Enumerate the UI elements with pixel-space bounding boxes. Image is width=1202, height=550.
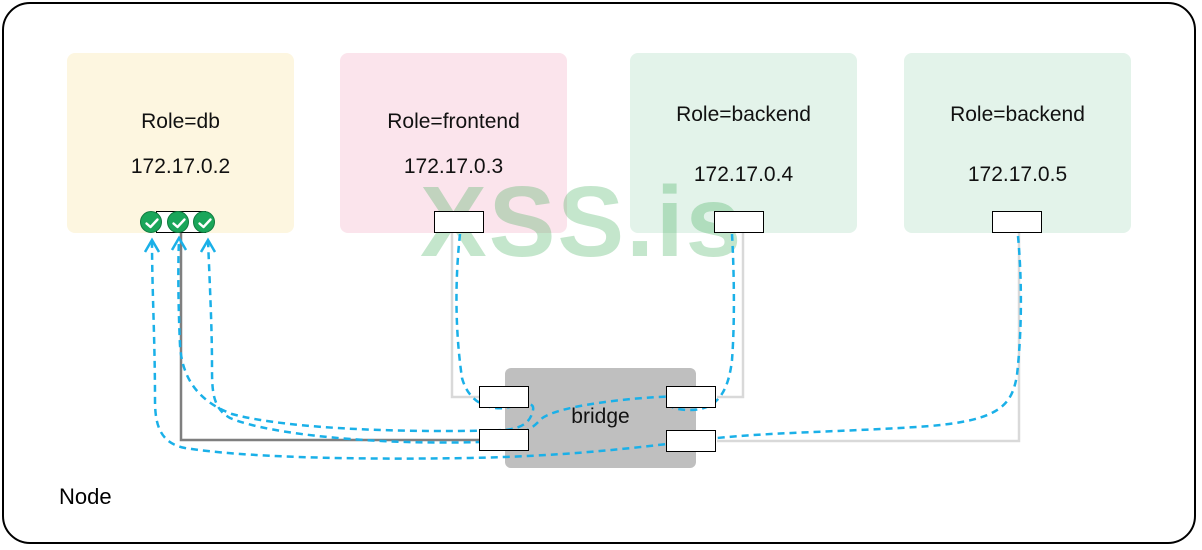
bridge-port-frontend[interactable]: [479, 386, 529, 408]
pod-role-label: Role=backend: [676, 103, 811, 126]
bridge-port-db[interactable]: [479, 429, 529, 451]
port-backend-2[interactable]: [992, 211, 1042, 233]
pod-ip-label: 172.17.0.3: [403, 155, 504, 178]
check-circle-icon: [167, 211, 189, 233]
arrow-up-icon: [199, 237, 217, 253]
flow-backend1-to-db: [206, 233, 736, 444]
check-circle-icon: [140, 211, 162, 233]
pod-role-label: Role=frontend: [387, 110, 520, 133]
bridge-port-backend-1[interactable]: [666, 386, 716, 408]
link-db: [179, 222, 505, 442]
pod-ip-label: 172.17.0.4: [693, 163, 794, 186]
node-label: Node: [59, 484, 112, 509]
link-backend-2: [717, 233, 1021, 443]
pod-role-label: Role=backend: [950, 103, 1085, 126]
pod-ip-label: 172.17.0.2: [130, 155, 231, 178]
port-frontend[interactable]: [434, 211, 484, 233]
check-circle-icon: [193, 211, 215, 233]
pod-backend-1[interactable]: Role=backend 172.17.0.4: [630, 53, 857, 233]
pod-role-label: Role=db: [141, 110, 220, 133]
pod-backend-2[interactable]: Role=backend 172.17.0.5: [904, 53, 1131, 233]
link-frontend: [450, 233, 480, 399]
pod-frontend[interactable]: Role=frontend 172.17.0.3: [340, 53, 567, 233]
flow-frontend-to-db: [177, 233, 535, 433]
bridge-label: bridge: [571, 405, 630, 428]
arrow-up-icon: [170, 235, 188, 251]
port-backend-1[interactable]: [714, 211, 764, 233]
pod-ip-label: 172.17.0.5: [967, 163, 1068, 186]
pod-db[interactable]: Role=db 172.17.0.2: [67, 53, 294, 233]
flow-backend2-to-db: [150, 235, 1023, 460]
bridge-port-backend-2[interactable]: [666, 430, 716, 452]
link-backend-1: [717, 233, 745, 399]
arrow-up-icon: [143, 237, 161, 253]
